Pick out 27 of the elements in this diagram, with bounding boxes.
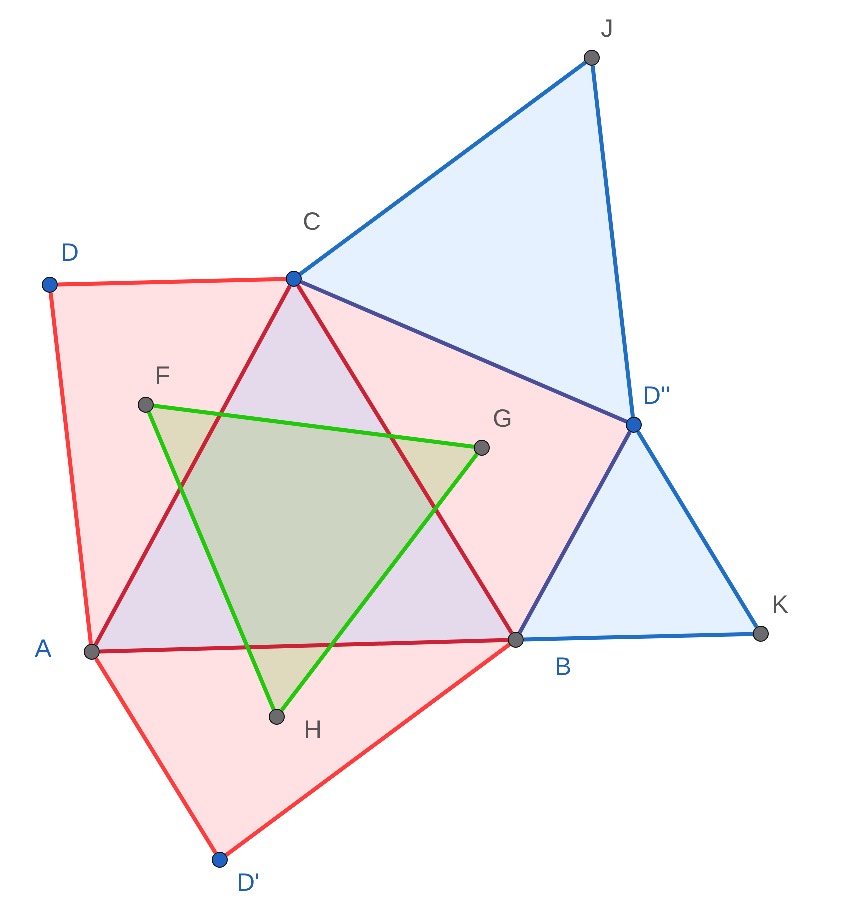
line-segment xyxy=(518,431,632,634)
line-segment xyxy=(48,292,94,644)
line-segment xyxy=(280,453,479,712)
line-segment xyxy=(636,430,759,628)
line-segment xyxy=(147,412,276,710)
line-segment xyxy=(524,632,754,642)
point-label: A xyxy=(35,637,52,662)
point-label: G xyxy=(493,407,512,432)
point-label: J xyxy=(601,17,614,42)
line-segment xyxy=(590,66,636,418)
point-label: H xyxy=(304,718,322,743)
line-segment xyxy=(154,404,474,449)
line-segment xyxy=(296,284,514,634)
line-segment xyxy=(94,658,218,854)
point-label: D' xyxy=(237,871,260,896)
line-segment xyxy=(300,280,628,424)
line-segment xyxy=(225,643,511,857)
line-segment xyxy=(100,638,508,654)
point-label: K xyxy=(772,593,789,618)
point-label: D'' xyxy=(643,384,671,409)
point-label: C xyxy=(303,210,322,235)
point-label: F xyxy=(155,364,170,389)
line-segment xyxy=(58,277,286,287)
line-segment xyxy=(94,285,292,646)
point-label: B xyxy=(555,655,572,680)
point-label: D xyxy=(61,241,80,266)
line-segment xyxy=(299,61,587,276)
